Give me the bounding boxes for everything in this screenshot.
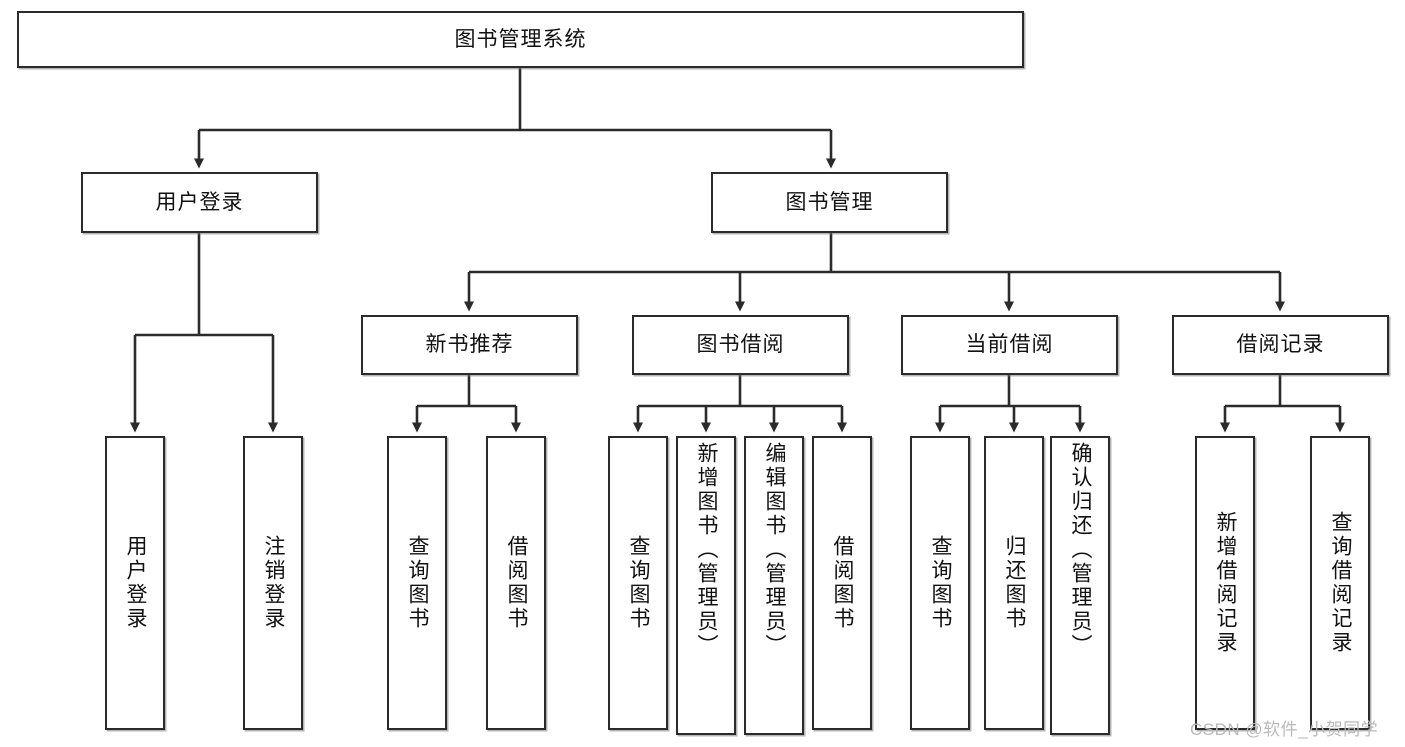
- node-leaf-edit-book[interactable]: 编辑图书（管理员）: [744, 436, 804, 735]
- node-borrow-records[interactable]: 借阅记录: [1172, 315, 1389, 375]
- node-leaf-query-book-3-label: 查询图书: [929, 535, 953, 631]
- node-leaf-query-book-2-label: 查询图书: [627, 535, 651, 631]
- node-leaf-logout[interactable]: 注销登录: [243, 436, 303, 730]
- node-leaf-query-record[interactable]: 查询借阅记录: [1310, 436, 1370, 730]
- csdn-watermark: CSDN @软件_小贺同学: [1190, 720, 1379, 739]
- node-new-book-recommend-label: 新书推荐: [425, 333, 514, 357]
- node-leaf-user-login-label: 用户登录: [124, 535, 148, 631]
- node-book-borrow[interactable]: 图书借阅: [632, 315, 849, 375]
- node-leaf-borrow-book-2[interactable]: 借阅图书: [812, 436, 872, 730]
- node-book-borrow-label: 图书借阅: [696, 333, 785, 357]
- node-leaf-query-record-label: 查询借阅记录: [1329, 511, 1353, 655]
- node-leaf-edit-book-label: 编辑图书（管理员）: [763, 442, 787, 658]
- node-book-management-label: 图书管理: [785, 190, 874, 214]
- node-leaf-add-book[interactable]: 新增图书（管理员）: [676, 436, 736, 735]
- node-borrow-records-label: 借阅记录: [1236, 333, 1325, 357]
- node-leaf-user-login[interactable]: 用户登录: [105, 436, 165, 730]
- node-leaf-query-book-2[interactable]: 查询图书: [608, 436, 668, 730]
- node-new-book-recommend[interactable]: 新书推荐: [361, 315, 578, 375]
- node-leaf-return-book[interactable]: 归还图书: [984, 436, 1044, 730]
- node-leaf-borrow-book-1-label: 借阅图书: [505, 535, 529, 631]
- node-leaf-confirm-return-label: 确认归还（管理员）: [1069, 442, 1093, 658]
- node-book-management[interactable]: 图书管理: [711, 172, 948, 233]
- node-leaf-return-book-label: 归还图书: [1003, 535, 1027, 631]
- node-leaf-borrow-book-2-label: 借阅图书: [831, 535, 855, 631]
- node-leaf-add-record-label: 新增借阅记录: [1214, 511, 1238, 655]
- node-current-borrow[interactable]: 当前借阅: [901, 315, 1118, 375]
- node-root[interactable]: 图书管理系统: [17, 11, 1024, 68]
- node-leaf-borrow-book-1[interactable]: 借阅图书: [486, 436, 546, 730]
- node-leaf-add-record[interactable]: 新增借阅记录: [1195, 436, 1255, 730]
- node-root-label: 图书管理系统: [454, 27, 587, 51]
- node-leaf-query-book-3[interactable]: 查询图书: [910, 436, 970, 730]
- node-user-login-label: 用户登录: [155, 190, 244, 214]
- node-user-login[interactable]: 用户登录: [81, 172, 318, 233]
- node-leaf-confirm-return[interactable]: 确认归还（管理员）: [1050, 436, 1110, 735]
- node-leaf-add-book-label: 新增图书（管理员）: [695, 442, 719, 658]
- node-current-borrow-label: 当前借阅: [965, 333, 1054, 357]
- node-leaf-query-book-1-label: 查询图书: [406, 535, 430, 631]
- node-leaf-logout-label: 注销登录: [262, 535, 286, 631]
- node-leaf-query-book-1[interactable]: 查询图书: [387, 436, 447, 730]
